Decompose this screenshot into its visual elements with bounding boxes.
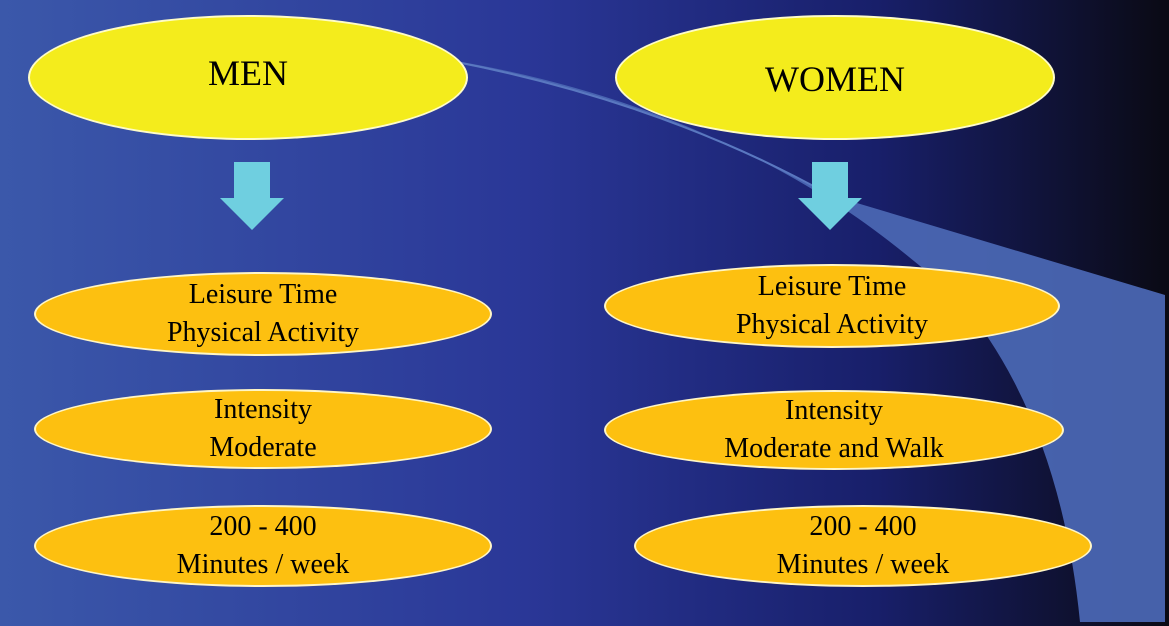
- item-line1: Intensity: [214, 394, 312, 425]
- item-line1: Leisure Time: [757, 271, 907, 302]
- item-line2: Moderate: [209, 432, 317, 463]
- men-title: MEN: [28, 15, 468, 140]
- down-arrow-icon: [220, 162, 284, 230]
- item-line2: Moderate and Walk: [724, 433, 944, 464]
- item-line2: Minutes / week: [176, 549, 350, 580]
- item-line2: Physical Activity: [735, 309, 929, 340]
- item-line1: 200 - 400: [809, 511, 917, 542]
- women-title-text: WOMEN: [765, 58, 905, 99]
- item-line2: Minutes / week: [776, 549, 950, 580]
- men-title-text: MEN: [208, 52, 288, 93]
- down-arrow-icon: [798, 162, 862, 230]
- women-title: WOMEN: [615, 15, 1055, 140]
- item-line1: Leisure Time: [188, 279, 338, 310]
- item-line1: 200 - 400: [209, 511, 317, 542]
- item-line1: Intensity: [785, 395, 883, 426]
- item-line2: Physical Activity: [166, 317, 360, 348]
